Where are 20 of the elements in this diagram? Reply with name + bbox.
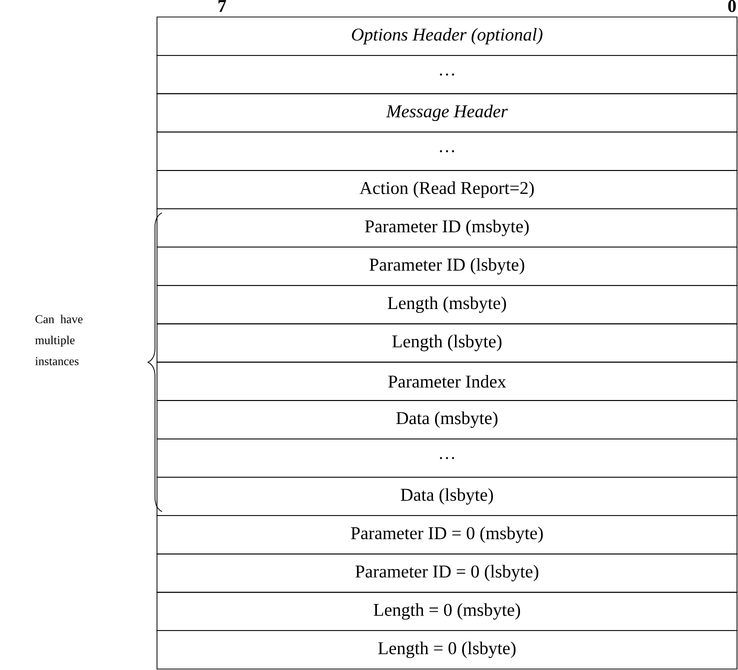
table-row: Parameter ID (lsbyte): [156, 246, 738, 286]
table-row: Length = 0 (lsbyte): [156, 630, 738, 670]
brace-note: Can have multiple instances: [35, 314, 83, 366]
bit-number: 7: [218, 0, 226, 12]
table-row: Parameter ID = 0 (msbyte): [156, 515, 738, 554]
table-row: …: [156, 132, 738, 171]
table-row: Options Header (optional): [156, 16, 738, 56]
table-row: Parameter Index: [156, 362, 738, 401]
table-row: Data (lsbyte): [156, 476, 738, 516]
table-row: Message Header: [156, 93, 738, 132]
bit-number: 0: [728, 0, 736, 12]
table-row: Parameter ID (msbyte): [156, 208, 738, 248]
table-row: …: [156, 54, 738, 94]
table-row: …: [156, 438, 738, 478]
table-row: Parameter ID = 0 (lsbyte): [156, 554, 738, 593]
table-row: Length = 0 (msbyte): [156, 592, 738, 632]
table-row: Length (msbyte): [156, 285, 738, 324]
table-row: Length (lsbyte): [156, 323, 738, 363]
table-row: Action (Read Report=2): [156, 170, 738, 210]
table-row: Data (msbyte): [156, 400, 738, 440]
